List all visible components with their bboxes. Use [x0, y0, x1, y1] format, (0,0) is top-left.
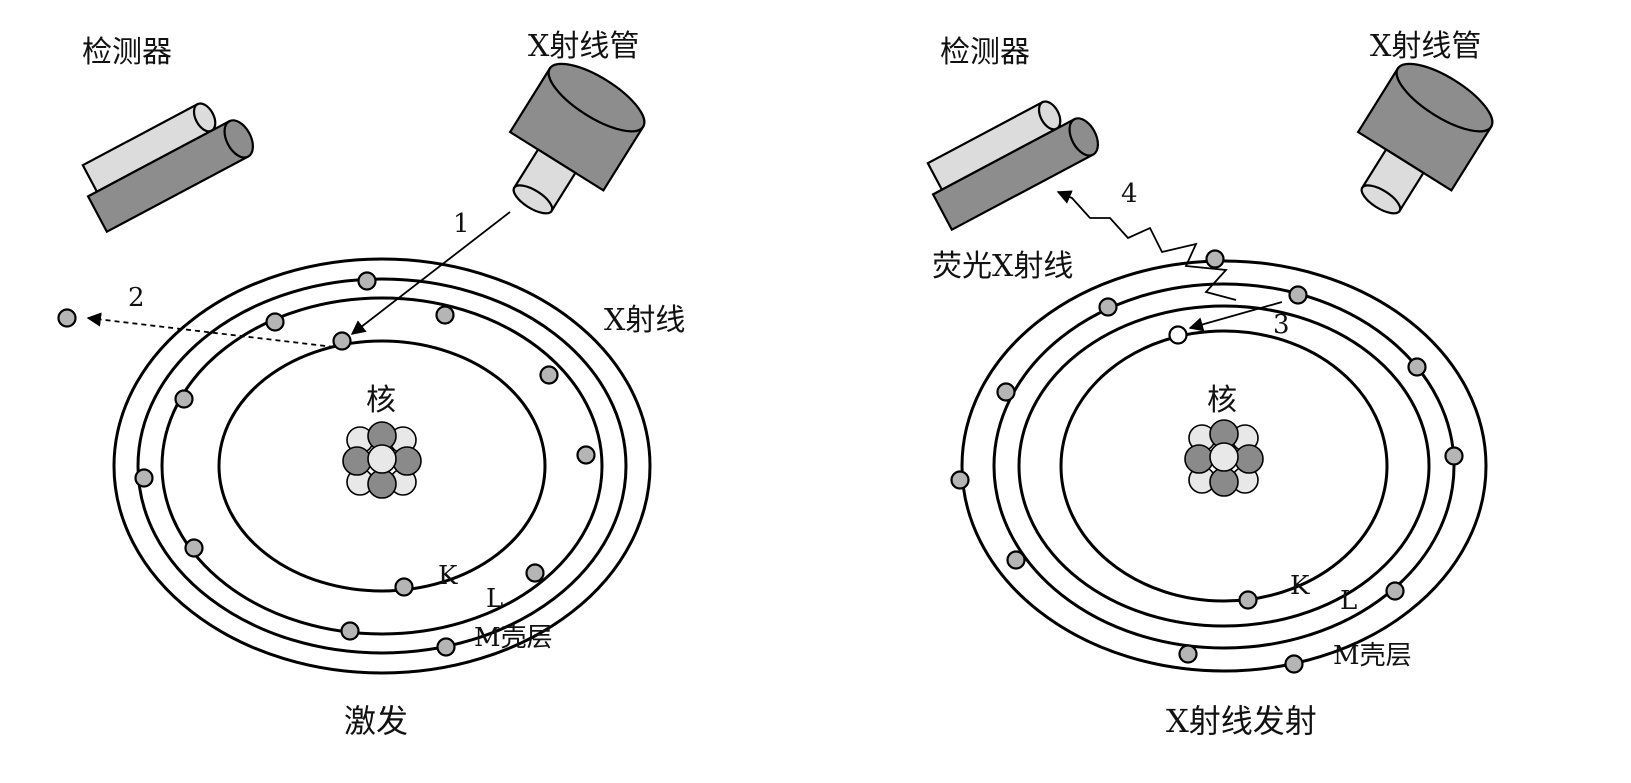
left-detector-icon [81, 102, 254, 234]
left-tube-label: X射线管 [528, 29, 639, 64]
right-transition-ray [1188, 301, 1283, 332]
left-shell-k-label: K [438, 561, 458, 591]
right-shell-l-label: L [1340, 586, 1357, 616]
right-shell-l-orbit [1017, 304, 1431, 628]
left-detector-label: 检测器 [82, 35, 172, 70]
right-electrons [950, 249, 1464, 674]
right-fluorescence-ray [1056, 190, 1237, 301]
right-panel: 检测器 X射线管 荧光X射线 核 K L M壳层 3 4 X射线发射 [926, 29, 1494, 740]
right-nucleus-label: 核 [1207, 383, 1237, 418]
right-shell-k-label: K [1290, 571, 1310, 601]
left-shell-k-orbit [217, 339, 547, 593]
right-shell-k-orbit [1059, 329, 1389, 603]
right-caption: X射线发射 [1166, 702, 1317, 740]
left-incident-ray [350, 211, 511, 335]
left-electrons [57, 271, 596, 657]
left-caption: 激发 [344, 702, 408, 740]
right-tube-label: X射线管 [1370, 29, 1481, 64]
left-nucleus-icon [342, 421, 422, 499]
left-shell-outer-orbit [112, 257, 652, 675]
right-detector-icon [926, 100, 1099, 232]
left-xray-label: X射线 [604, 303, 685, 338]
left-nucleus-label: 核 [366, 383, 396, 418]
right-detector-label: 检测器 [940, 35, 1030, 70]
right-step-4-label: 4 [1121, 179, 1138, 209]
left-panel: 检测器 X射线管 X射线 核 K L M壳层 1 2 激发 [57, 29, 685, 740]
right-fluorescence-label: 荧光X射线 [932, 249, 1073, 284]
right-shell-m-label: M壳层 [1333, 641, 1412, 671]
left-step-2-label: 2 [128, 283, 145, 313]
right-shell-m-orbit [992, 282, 1456, 650]
right-xray-tube-icon [1356, 62, 1494, 215]
right-step-3-label: 3 [1273, 310, 1290, 340]
left-shell-m-orbit [136, 277, 628, 655]
left-xray-tube-icon [508, 62, 646, 215]
left-shell-l-label: L [486, 584, 503, 614]
left-shell-m-label: M壳层 [474, 623, 553, 653]
left-step-1-label: 1 [453, 209, 470, 239]
left-shell-l-orbit [160, 296, 604, 636]
right-nucleus-icon [1184, 419, 1264, 497]
